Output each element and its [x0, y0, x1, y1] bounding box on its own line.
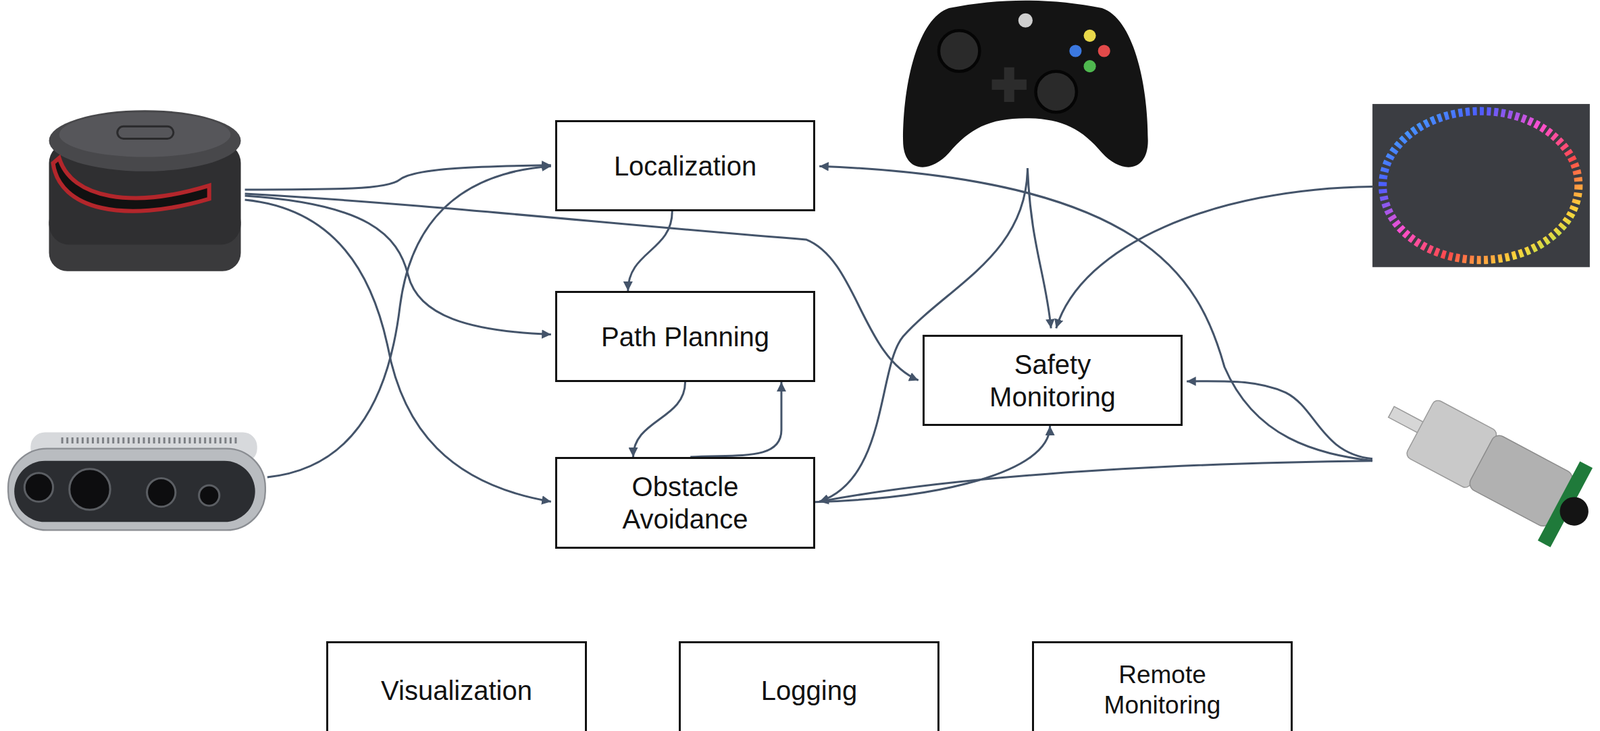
- controller-body: [902, 0, 1149, 168]
- flow-arrow: [690, 382, 782, 458]
- motor-encoder-magnet: [1554, 492, 1594, 531]
- controller-stick: [1036, 71, 1077, 113]
- controller-button: [1084, 29, 1097, 42]
- lidar-sensor: [49, 110, 242, 272]
- flow-arrow: [633, 382, 686, 458]
- controller-stick: [938, 30, 980, 71]
- wire: [245, 165, 552, 190]
- box-label: Localization: [613, 149, 757, 183]
- box-label: Logging: [761, 674, 858, 708]
- controller-dpad: [992, 67, 1027, 102]
- process-box: Obstacle Avoidance: [555, 457, 816, 550]
- box-label: Obstacle Avoidance: [597, 470, 774, 536]
- led-photo: [1372, 104, 1590, 268]
- controller-button: [1069, 44, 1082, 57]
- led-ring: [1372, 104, 1590, 268]
- camera-face: [14, 461, 256, 523]
- box-label: Visualization: [380, 674, 533, 708]
- wire: [1027, 168, 1051, 329]
- process-box: Visualization: [326, 641, 587, 731]
- process-box: Localization: [555, 120, 816, 212]
- camera-lens: [69, 469, 111, 510]
- box-label: Safety Monitoring: [965, 348, 1141, 414]
- controller-button: [1098, 44, 1111, 57]
- controller-button: [1084, 60, 1097, 73]
- controller-logo: [1018, 13, 1033, 28]
- lidar-logo: [117, 126, 174, 139]
- wire: [819, 166, 1373, 462]
- camera-lens: [199, 485, 220, 506]
- wire: [1056, 186, 1373, 329]
- wire: [267, 166, 552, 478]
- flow-arrow: [628, 211, 673, 292]
- camera-body: [8, 449, 266, 531]
- lidar-top-face: [59, 112, 231, 157]
- process-box: Safety Monitoring: [922, 334, 1183, 427]
- box-label: Remote Monitoring: [1074, 660, 1251, 721]
- flow-arrow: [815, 426, 1051, 503]
- camera-vents: [61, 437, 240, 444]
- process-box: Path Planning: [555, 291, 816, 383]
- wire: [245, 199, 552, 502]
- led-ring-leds: [1382, 111, 1579, 261]
- wire: [1186, 381, 1373, 460]
- wire: [245, 195, 552, 335]
- box-label: Path Planning: [601, 320, 770, 354]
- lidar-window: [53, 158, 210, 212]
- device-wires: [245, 165, 1373, 502]
- process-box: Remote Monitoring: [1031, 641, 1293, 731]
- camera-lens: [147, 478, 176, 507]
- gear-motor: [1370, 372, 1600, 557]
- depth-camera: [8, 432, 266, 531]
- process-box: Logging: [678, 641, 940, 731]
- game-controller: [902, 0, 1149, 168]
- lidar-top: [49, 110, 242, 172]
- camera-lens: [24, 473, 53, 502]
